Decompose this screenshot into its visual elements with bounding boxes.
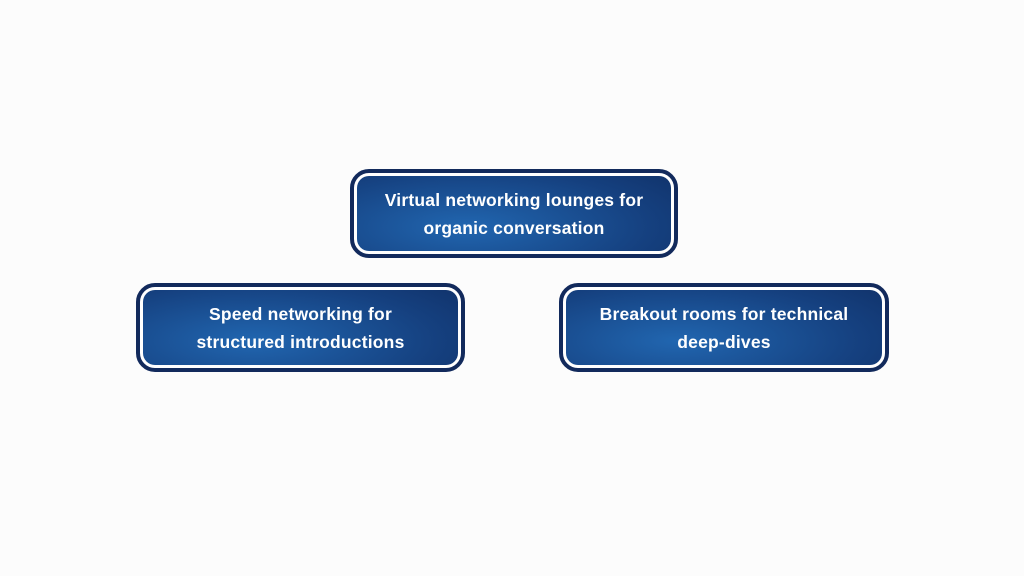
node-label-line: Speed networking for bbox=[209, 303, 392, 324]
node-label-line: organic conversation bbox=[423, 217, 605, 238]
node-speed-networking-body: Speed networking for structured introduc… bbox=[143, 290, 458, 365]
node-label-line: deep-dives bbox=[677, 331, 771, 352]
node-virtual-lounges-body: Virtual networking lounges for organic c… bbox=[357, 176, 671, 251]
node-label-line: Virtual networking lounges for bbox=[384, 189, 644, 210]
node-label-line: structured introductions bbox=[196, 331, 405, 352]
node-speed-networking: Speed networking for structured introduc… bbox=[136, 283, 465, 372]
node-breakout-rooms-body: Breakout rooms for technical deep-dives bbox=[566, 290, 882, 365]
node-breakout-rooms: Breakout rooms for technical deep-dives bbox=[559, 283, 889, 372]
node-virtual-lounges: Virtual networking lounges for organic c… bbox=[350, 169, 678, 258]
node-label-line: Breakout rooms for technical bbox=[599, 303, 849, 324]
